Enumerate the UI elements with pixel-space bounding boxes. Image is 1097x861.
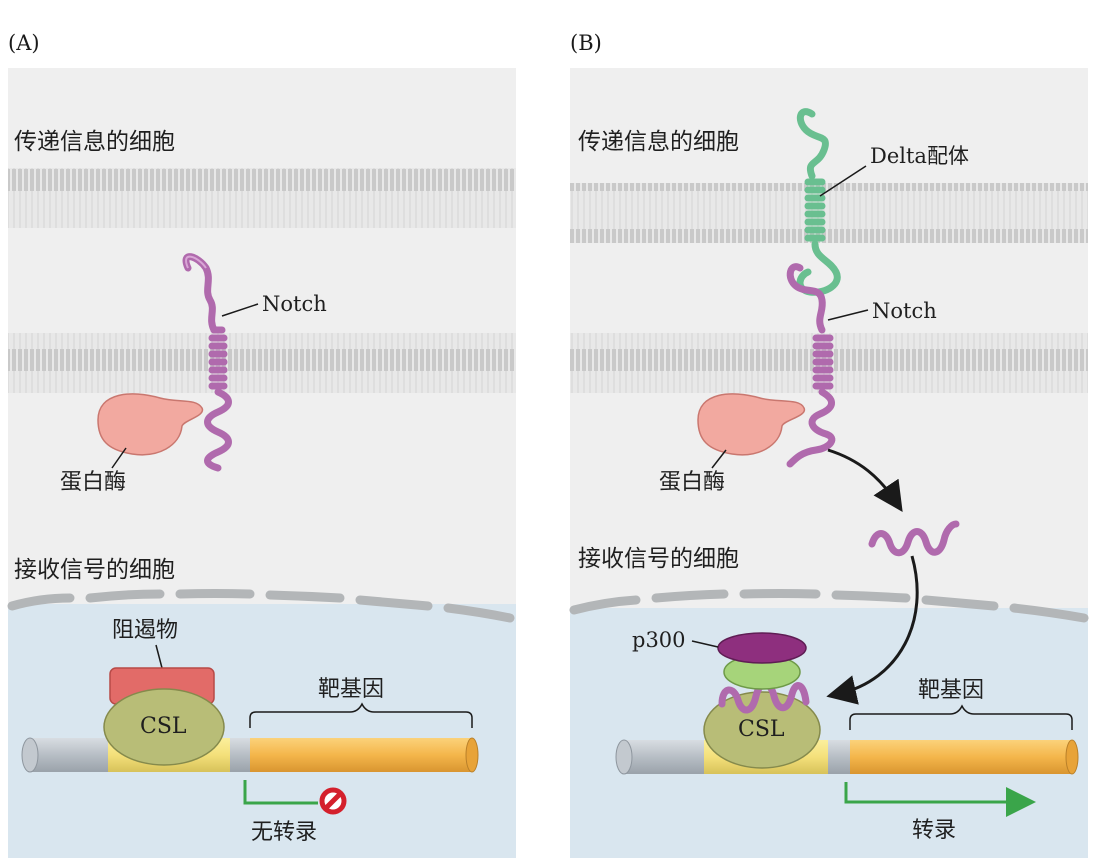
- panel-b-dna-mid: [828, 740, 850, 774]
- panel-a-receiving-cell-label: 接收信号的细胞: [14, 557, 175, 583]
- panel-b-notch-label: Notch: [872, 299, 937, 323]
- panel-b-notch-pointer: [827, 309, 869, 321]
- panel-a-notch-pointer: [221, 303, 259, 317]
- panel-a-target-gene-label: 靶基因: [318, 677, 385, 702]
- panel-a-receiving-membrane: [8, 333, 516, 393]
- panel-a-dna-end: [21, 737, 39, 773]
- panel-a-transcription-arrow-stub: [243, 780, 318, 805]
- panel-a: [7, 68, 516, 858]
- panel-a-dna-left: [30, 738, 108, 772]
- panel-a-gene-bracket: [249, 702, 473, 728]
- panel-a-signal-membrane: [8, 168, 516, 228]
- panel-b-dna-left: [624, 740, 704, 774]
- panel-b-dna-end: [615, 739, 633, 775]
- panel-b-nucleus: [570, 608, 1088, 858]
- panel-a-repressor-pointer: [155, 644, 163, 669]
- panel-a-csl: [103, 688, 225, 766]
- panel-b-p300: [717, 632, 807, 664]
- panel-b-transcription-arrow: [844, 782, 1036, 817]
- panel-b-dna: [615, 739, 1079, 775]
- panel-b-signal-membrane: [570, 183, 1088, 243]
- panel-b-receiving-cell-label: 接收信号的细胞: [578, 546, 739, 572]
- panel-a-nucleus: [8, 604, 516, 858]
- panel-b-csl-label: CSL: [738, 717, 785, 742]
- panel-b-delta-pointer: [819, 165, 867, 197]
- panel-b-cleavage-arrow: [827, 448, 903, 512]
- panel-b-p300-label: p300: [632, 628, 686, 652]
- panel-b-target-gene-dna: [850, 740, 1072, 774]
- panel-b-csl: [703, 691, 821, 769]
- panel-a-protease: [97, 393, 204, 456]
- panel-b-gene-bracket: [849, 704, 1073, 730]
- panel-b-protease-pointer: [711, 449, 727, 469]
- panel-a-nuclear-envelope: [7, 589, 515, 623]
- panel-b-nicd-fragment: [868, 520, 960, 557]
- panel-b-delta-label: Delta配体: [870, 144, 969, 168]
- panel-a-tag: (A): [8, 31, 40, 55]
- panel-a-signal-cell-label: 传递信息的细胞: [14, 129, 175, 155]
- panel-a-no-transcription-label: 无转录: [251, 820, 318, 845]
- panel-b-p300-pointer: [691, 640, 719, 648]
- panel-b-tag: (B): [570, 31, 602, 55]
- panel-b-target-gene-label: 靶基因: [918, 678, 985, 703]
- panel-b-protease: [697, 393, 806, 456]
- panel-b-gene-end: [1065, 739, 1079, 775]
- panel-b: [569, 68, 1089, 858]
- panel-b-delta-ligand: [796, 108, 841, 296]
- panel-a-protease-pointer: [111, 447, 127, 469]
- panel-a-dna: [21, 737, 479, 773]
- panel-b-transcription-label: 转录: [912, 818, 957, 843]
- panel-a-repressor-label: 阻遏物: [112, 618, 179, 643]
- panel-b-signal-cell-label: 传递信息的细胞: [578, 129, 739, 155]
- panel-b-notch-receptor: [786, 263, 836, 468]
- panel-a-csl-label: CSL: [140, 714, 187, 739]
- panel-b-protease-label: 蛋白酶: [659, 470, 726, 495]
- panel-a-dna-mid: [230, 738, 250, 772]
- panel-b-translocation-arrow: [826, 555, 919, 705]
- panel-a-gene-end: [465, 737, 479, 773]
- panel-a-target-gene-dna: [250, 738, 472, 772]
- panel-b-nuclear-envelope: [569, 589, 1089, 623]
- panel-a-notch-highlight: [185, 255, 207, 269]
- panel-a-protease-label: 蛋白酶: [60, 470, 127, 495]
- panel-a-block-icon: [319, 787, 347, 815]
- panel-a-notch-label: Notch: [262, 292, 327, 316]
